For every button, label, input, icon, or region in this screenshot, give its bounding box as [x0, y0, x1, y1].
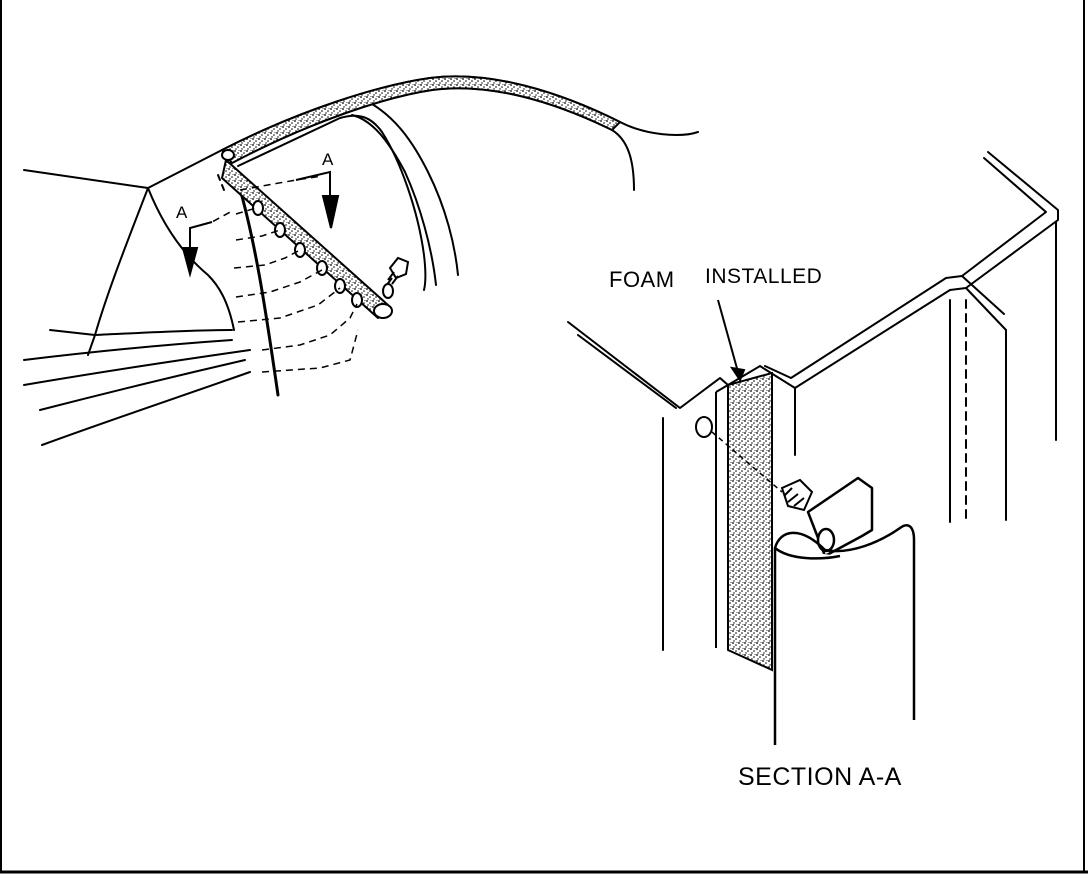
clip-guide-lines [189, 175, 359, 373]
roof-foam-strip [220, 75, 622, 165]
section-body-outline [567, 151, 1059, 651]
section-arrow-right-label: A [322, 150, 334, 169]
section-arrow-right [295, 170, 340, 229]
vehicle-body-outline [23, 75, 699, 446]
screw-dashed-path [711, 431, 783, 493]
section-arrow-left-label: A [176, 203, 188, 222]
section-title-label: SECTION A-A [738, 763, 902, 791]
section-arrow-left [181, 221, 213, 278]
molding-clips [252, 200, 363, 308]
molding-retainer [773, 476, 916, 745]
section-screw-icon [780, 478, 814, 512]
pillar-molding [221, 149, 393, 319]
foam-channel [715, 364, 773, 672]
installed-label: INSTALLED [705, 265, 823, 288]
mounting-hole-icon [695, 416, 713, 438]
installed-leader-line [717, 299, 746, 383]
screw-icon [382, 256, 410, 299]
foam-label: FOAM [609, 267, 675, 292]
